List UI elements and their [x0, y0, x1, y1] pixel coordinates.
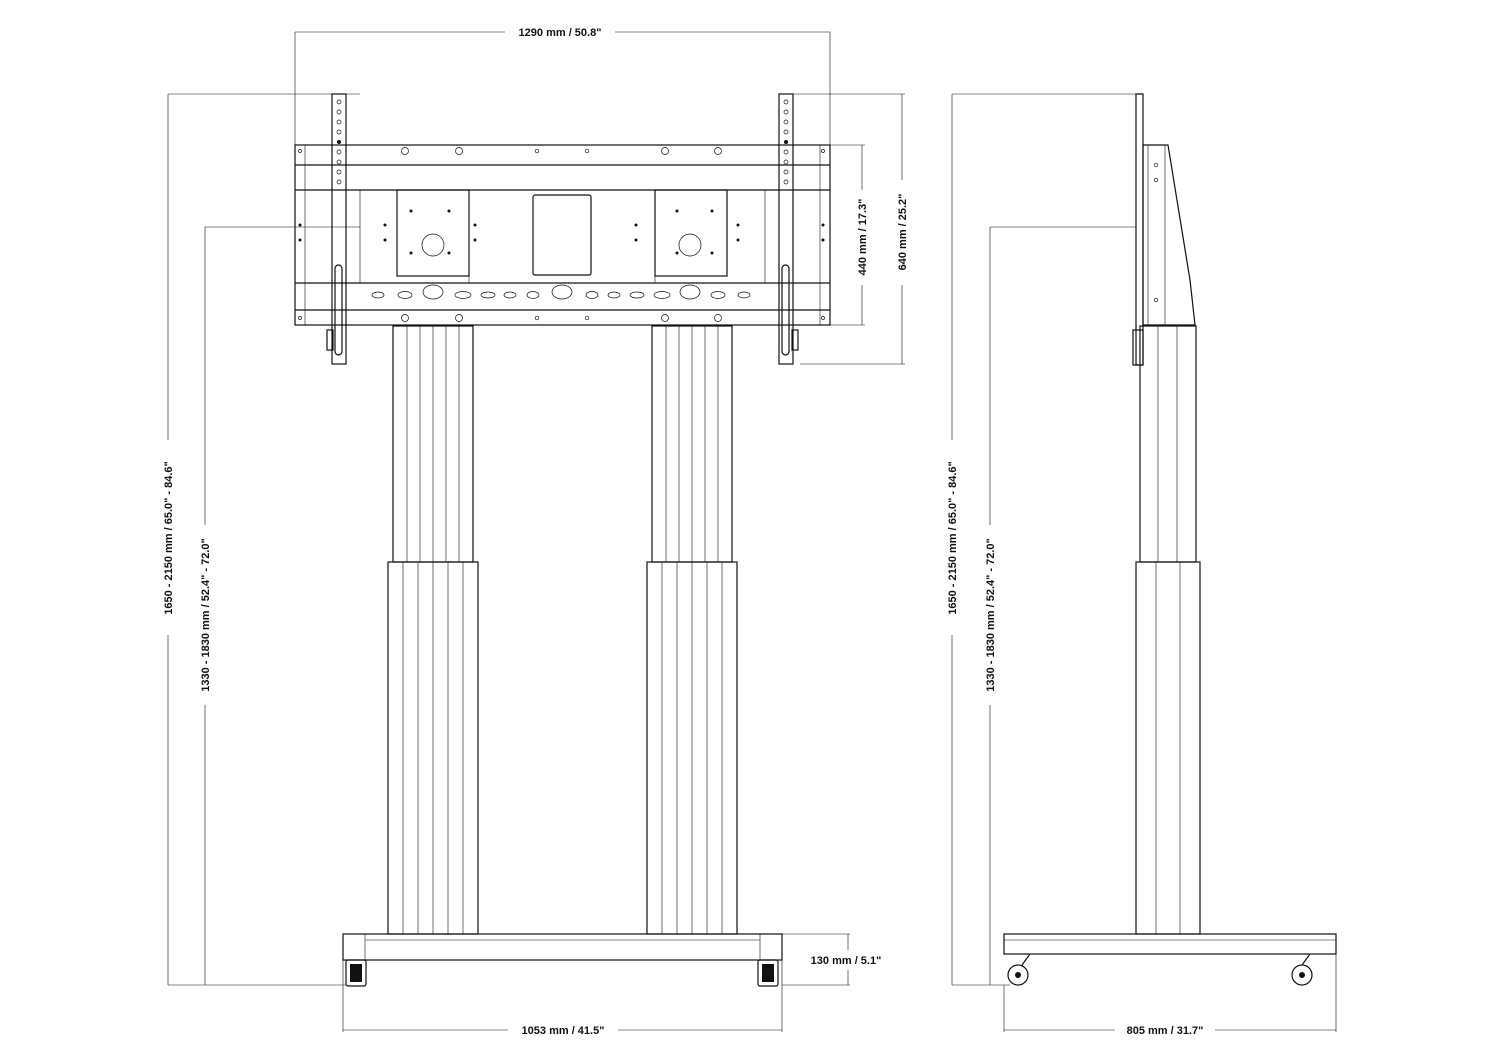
mounting-plate [294, 144, 831, 326]
side-view [1003, 93, 1337, 986]
right-column [646, 325, 738, 935]
front-view [294, 93, 831, 987]
side-height-center-label: 1330 - 1830 mm / 52.4" - 72.0" [985, 538, 997, 692]
front-base-width-label: 1053 mm / 41.5" [522, 1025, 605, 1037]
front-height-total-label: 1650 - 2150 mm / 65.0" - 84.6" [163, 461, 175, 615]
left-column [387, 325, 479, 935]
front-bracket-outer-label: 640 mm / 25.2" [897, 194, 909, 271]
dimension-lines [167, 31, 1337, 1032]
front-base [342, 933, 783, 987]
dimension-labels: 1290 mm / 50.8" 440 mm / 17.3" 640 mm / … [163, 27, 1203, 1037]
side-depth-label: 805 mm / 31.7" [1127, 1025, 1204, 1037]
right-bracket-arm [778, 93, 799, 365]
front-base-height-label: 130 mm / 5.1" [811, 955, 882, 967]
front-bracket-inner-label: 440 mm / 17.3" [857, 199, 869, 276]
side-height-total-label: 1650 - 2150 mm / 65.0" - 84.6" [947, 461, 959, 615]
front-height-center-label: 1330 - 1830 mm / 52.4" - 72.0" [200, 538, 212, 692]
front-width-label: 1290 mm / 50.8" [519, 27, 602, 39]
left-bracket-arm [326, 93, 347, 365]
